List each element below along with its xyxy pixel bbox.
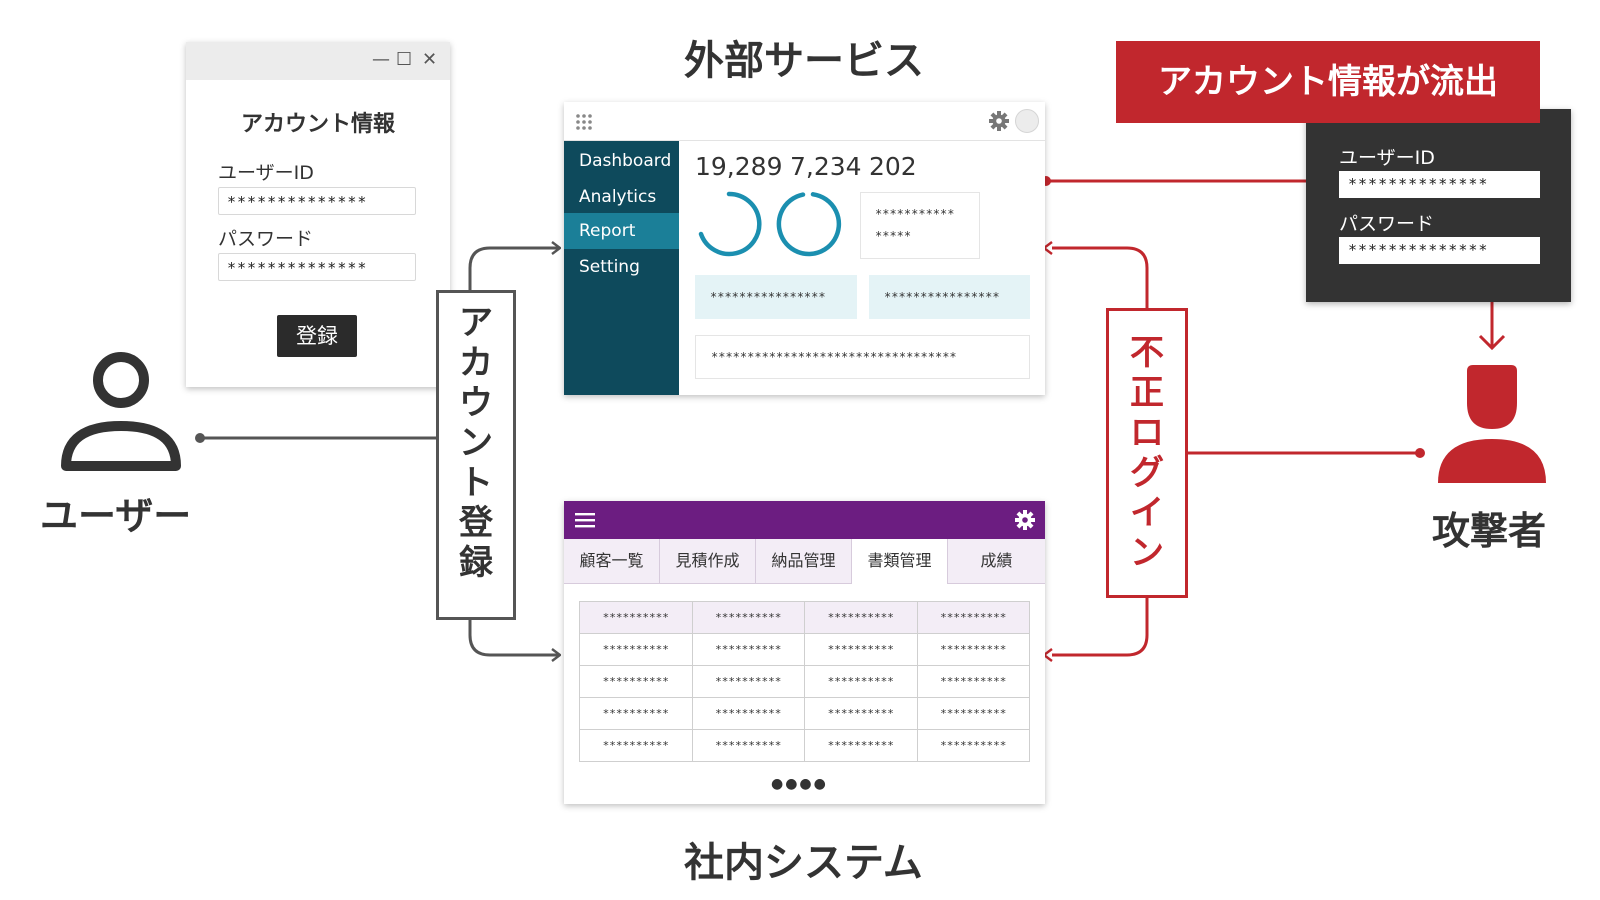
userid-field[interactable]: ************** [218, 187, 416, 215]
attacker-connector [1041, 176, 1506, 655]
attacker-icon [1438, 365, 1546, 483]
info-card-wide: ********************************** [695, 335, 1030, 379]
data-table: ****************************************… [579, 601, 1030, 762]
tab-documents[interactable]: 書類管理 [852, 539, 948, 584]
registration-titlebar: — ☐ ✕ [186, 42, 450, 80]
pagination-dots[interactable]: ●●●● [771, 776, 828, 792]
password-field[interactable]: ************** [218, 253, 416, 281]
close-icon[interactable]: ✕ [422, 49, 438, 70]
sidebar-item-report[interactable]: Report [564, 213, 679, 249]
internal-system-title: 社内システム [684, 840, 923, 886]
table-row: **************************************** [579, 729, 1030, 762]
tab-quotes[interactable]: 見積作成 [660, 539, 756, 583]
internal-system-window: 顧客一覧 見積作成 納品管理 書類管理 成績 *****************… [564, 501, 1045, 804]
tab-customers[interactable]: 顧客一覧 [564, 539, 660, 583]
leaked-userid-field: ************** [1339, 171, 1540, 198]
info-card-right: **************** [869, 275, 1030, 319]
minimize-icon[interactable]: — [372, 49, 390, 70]
user-connector [195, 248, 560, 655]
external-service-title: 外部サービス [684, 38, 924, 84]
registration-window: — ☐ ✕ アカウント情報 ユーザーID ************** パスワー… [186, 42, 450, 387]
table-row: **************************************** [579, 633, 1030, 666]
attacker-label: 攻撃者 [1432, 509, 1547, 553]
leaked-password-field: ************** [1339, 237, 1540, 264]
table-row: **************************************** [579, 697, 1030, 730]
grid-icon[interactable] [575, 113, 593, 131]
circle-icon[interactable] [1015, 109, 1039, 133]
sidebar: Dashboard Analytics Report Setting [564, 141, 679, 395]
external-service-window: Dashboard Analytics Report Setting 19,28… [564, 102, 1045, 395]
table-row: **************************************** [579, 601, 1030, 634]
tab-delivery[interactable]: 納品管理 [756, 539, 852, 583]
user-icon [61, 352, 181, 471]
leaked-credentials-panel: ユーザーID ************** パスワード ************… [1306, 109, 1571, 302]
account-registration-label: ア カ ウ ン ト 登 録 [436, 290, 516, 620]
password-label: パスワード [218, 228, 314, 250]
progress-ring-2 [776, 192, 842, 257]
sidebar-item-analytics[interactable]: Analytics [579, 187, 657, 207]
stat-3: 202 [869, 152, 917, 181]
register-button[interactable]: 登録 [277, 315, 357, 357]
text-card: *********** ***** [860, 192, 980, 259]
stat-2: 7,234 [790, 152, 862, 181]
user-label: ユーザー [40, 494, 192, 538]
internal-titlebar [564, 501, 1045, 539]
external-titlebar [564, 102, 1045, 141]
menu-icon[interactable] [575, 512, 595, 528]
info-card-left: **************** [695, 275, 857, 319]
progress-ring-1 [698, 191, 762, 257]
gear-icon[interactable] [1014, 509, 1036, 531]
sidebar-item-setting[interactable]: Setting [579, 257, 640, 277]
table-row: **************************************** [579, 665, 1030, 698]
leaked-password-label: パスワード [1339, 213, 1435, 235]
gear-icon[interactable] [988, 110, 1010, 132]
registration-title: アカウント情報 [240, 112, 395, 137]
leaked-userid-label: ユーザーID [1339, 147, 1435, 169]
tab-bar: 顧客一覧 見積作成 納品管理 書類管理 成績 [564, 539, 1045, 584]
tab-results[interactable]: 成績 [980, 551, 1013, 570]
maximize-icon[interactable]: ☐ [396, 49, 413, 70]
leak-banner: アカウント情報が流出 [1116, 41, 1540, 123]
unauthorized-login-label: 不 正 ロ グ イ ン [1106, 308, 1188, 598]
userid-label: ユーザーID [218, 162, 314, 184]
stat-1: 19,289 [695, 152, 783, 181]
sidebar-item-dashboard[interactable]: Dashboard [579, 151, 672, 171]
